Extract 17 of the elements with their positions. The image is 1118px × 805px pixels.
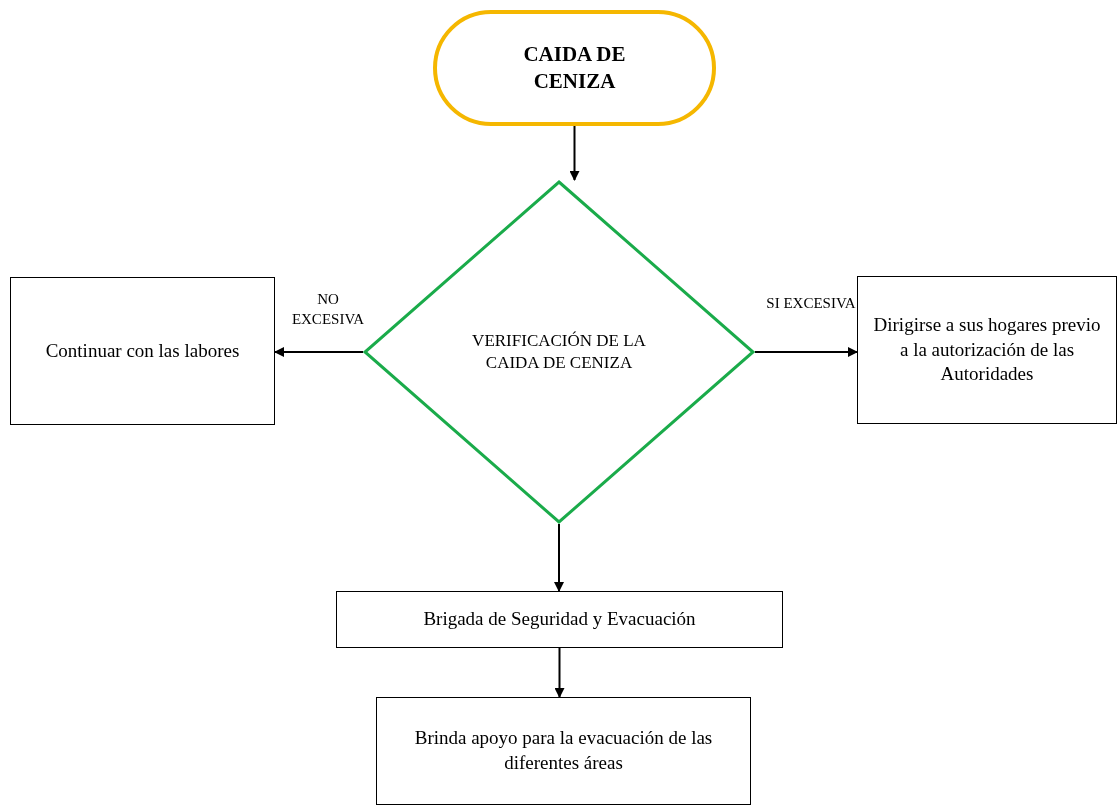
node-text: Brigada de Seguridad y Evacuación bbox=[423, 607, 696, 632]
terminator-shape bbox=[433, 10, 716, 126]
arrow bbox=[554, 523, 564, 592]
node-text: VERIFICACIÓN DE LA CAIDA DE CENIZA bbox=[471, 329, 647, 374]
arrow bbox=[569, 125, 580, 181]
node-text: Brinda apoyo para la evacuación de las diferentes áreas bbox=[413, 726, 714, 775]
decision-diamond bbox=[363, 180, 755, 524]
arrow bbox=[554, 647, 565, 698]
arrow bbox=[754, 347, 858, 357]
node-text: CAIDA DE CENIZA bbox=[522, 40, 627, 95]
process-box bbox=[857, 276, 1117, 424]
process-box bbox=[376, 697, 751, 805]
arrow bbox=[274, 347, 364, 357]
node-text: Continuar con las labores bbox=[45, 338, 240, 363]
process-box bbox=[336, 591, 783, 648]
process-box bbox=[10, 277, 275, 425]
node-text: Dirigirse a sus hogares previo a la autorización de las Autoridades bbox=[872, 312, 1102, 387]
